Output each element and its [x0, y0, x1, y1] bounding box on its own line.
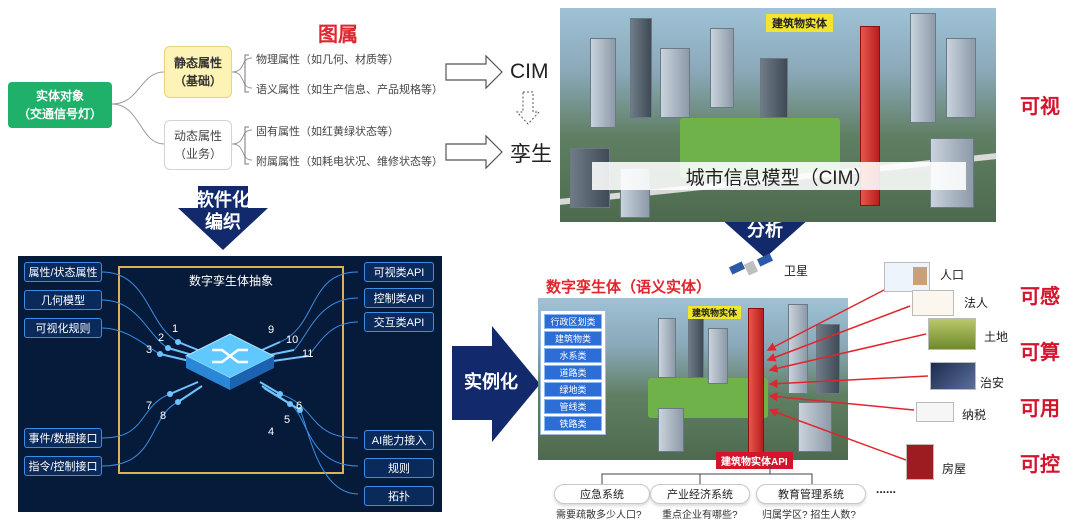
- land-thumbnail: [928, 318, 976, 350]
- source-legal-entity: 法人: [964, 294, 988, 311]
- source-tax: 纳税: [962, 406, 986, 423]
- housing-thumbnail: [906, 444, 934, 480]
- system-emergency: 应急系统: [554, 484, 650, 504]
- tax-thumbnail: [916, 402, 954, 422]
- public-security-thumbnail: [930, 362, 976, 390]
- question-education: 归属学区? 招生人数?: [762, 506, 856, 521]
- system-industry-economy: 产业经济系统: [650, 484, 750, 504]
- systems-ellipsis: ......: [876, 482, 896, 496]
- source-population: 人口: [940, 266, 964, 283]
- legal-entity-thumbnail: [912, 290, 954, 316]
- source-public-security: 治安: [980, 374, 1004, 391]
- label-usable: 可用: [1020, 392, 1060, 421]
- source-land: 土地: [984, 328, 1008, 345]
- label-computable: 可算: [1020, 336, 1060, 365]
- system-education: 教育管理系统: [756, 484, 866, 504]
- population-thumbnail: [884, 262, 930, 292]
- label-controllable: 可控: [1020, 448, 1060, 477]
- label-perceivable: 可感: [1020, 280, 1060, 309]
- question-industry: 重点企业有哪些?: [662, 506, 738, 521]
- question-emergency: 需要疏散多少人口?: [556, 506, 642, 521]
- source-housing: 房屋: [942, 460, 966, 477]
